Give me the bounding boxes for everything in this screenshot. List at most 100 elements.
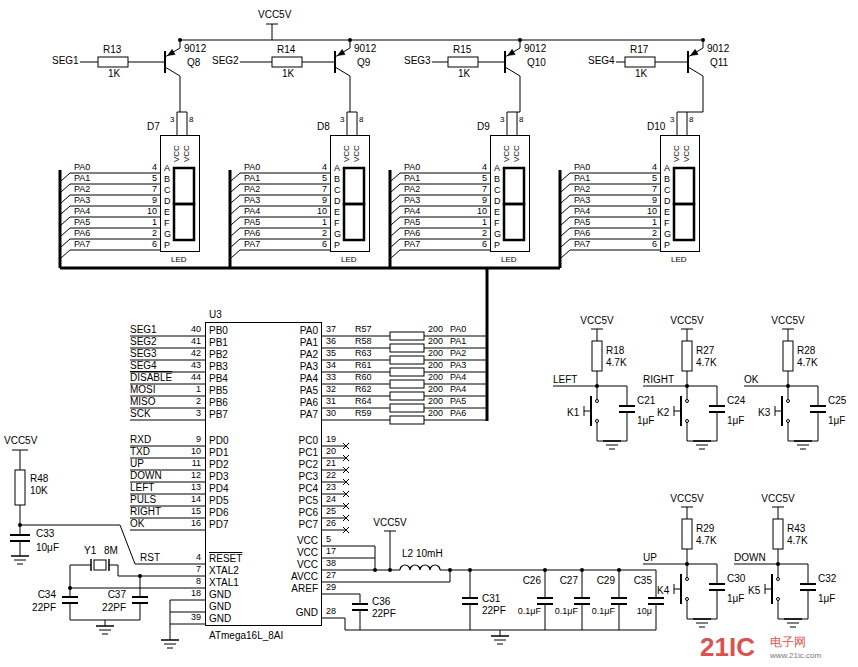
- wire: [231, 250, 330, 258]
- resistor-symbol: [390, 332, 424, 340]
- wire: [597, 329, 598, 341]
- capacitor-symbol: [62, 596, 78, 598]
- pin-label: PB7: [209, 410, 228, 420]
- pin-label: 4.7K: [797, 358, 818, 368]
- pin-label: PB0: [209, 326, 228, 336]
- wire: [507, 112, 520, 113]
- pin-label: 4: [322, 163, 327, 172]
- pin-label: SEG4: [130, 361, 157, 371]
- pin-label: A: [494, 164, 500, 173]
- wire: [70, 588, 71, 597]
- wire: [643, 386, 717, 387]
- pin-label: K2: [657, 408, 669, 418]
- pin-label: 6: [152, 240, 157, 249]
- watermark: www.21ic.com: [770, 652, 821, 660]
- pin-label: E: [164, 208, 170, 217]
- junction-dot: [388, 568, 392, 572]
- ground-symbol: [800, 449, 806, 450]
- pin-label: 2: [322, 229, 327, 238]
- wire: [687, 507, 688, 519]
- pin-label: PA4: [450, 373, 466, 382]
- wire: [347, 112, 348, 135]
- pin-label: PA5: [74, 218, 90, 227]
- capacitor-symbol: [709, 583, 725, 585]
- pin-label: C36: [372, 597, 390, 607]
- pin-label: SEG1: [130, 325, 157, 335]
- wire: [70, 603, 71, 620]
- wire: [687, 386, 688, 400]
- pin-label: MOSI: [130, 385, 156, 395]
- pin-label: K1: [567, 408, 579, 418]
- pin-label: PB6: [209, 398, 228, 408]
- switch-symbol: [584, 411, 591, 412]
- pin-label: 1μF: [828, 416, 845, 426]
- pin-label: A: [664, 164, 670, 173]
- no-connect-mark: [343, 479, 349, 485]
- wire: [322, 530, 345, 531]
- resistor-symbol: [390, 368, 424, 376]
- no-connect-mark: [343, 455, 349, 461]
- pin-label: 8: [689, 116, 693, 124]
- pin-label: PD4: [209, 484, 228, 494]
- wire: [677, 112, 678, 135]
- pin-label: PA1: [74, 174, 90, 183]
- ground-symbol: [161, 639, 179, 641]
- pin-label: 17: [326, 547, 336, 556]
- wire: [177, 112, 187, 113]
- pin-label: 20: [326, 447, 336, 456]
- pin-label: R14: [277, 45, 295, 55]
- pin-label: 10: [477, 207, 487, 216]
- no-connect-mark: [343, 515, 349, 521]
- pin-label: 1K: [635, 69, 647, 79]
- ground-symbol: [696, 623, 708, 624]
- resistor-symbol: [390, 356, 424, 364]
- pin-label: 22PF: [482, 606, 506, 616]
- wire: [687, 422, 688, 441]
- designator: D10: [647, 122, 665, 132]
- designator: D7: [147, 122, 160, 132]
- pin-label: PD3: [209, 472, 228, 482]
- pin-label: 9012: [354, 44, 376, 54]
- wire: [517, 112, 518, 135]
- wire: [470, 570, 471, 598]
- pin-label: DOWN: [734, 553, 766, 563]
- ground-symbol: [164, 644, 176, 645]
- wire: [70, 588, 205, 589]
- resistor-symbol: [15, 470, 25, 505]
- inductor-symbol: [400, 565, 440, 570]
- pin-label: PC4: [299, 484, 318, 494]
- pin-label: 1: [152, 218, 157, 227]
- pin-label: 200: [428, 349, 443, 358]
- pin-label: 10mH: [416, 549, 443, 559]
- pin-label: R61: [355, 361, 372, 370]
- pin-label: 5: [322, 174, 327, 183]
- wire: [717, 412, 718, 441]
- seven-segment-digit: [674, 204, 694, 240]
- pin-label: MISO: [130, 397, 156, 407]
- pin-label: Q8: [187, 58, 200, 68]
- pin-label: PA6: [300, 398, 318, 408]
- resistor-symbol: [625, 57, 655, 67]
- pin-label: 9012: [707, 44, 729, 54]
- pin-label: P: [334, 241, 340, 250]
- junction-dot: [348, 38, 352, 42]
- pin-label: 38: [326, 559, 336, 568]
- pin-label: 5: [152, 174, 157, 183]
- seven-segment-digit: [174, 168, 194, 204]
- pin-label: 26: [326, 519, 336, 528]
- seven-segment-digit: [344, 168, 364, 204]
- pin-label: PA0: [574, 163, 590, 172]
- pin-label: C: [664, 186, 671, 195]
- pin-label: C37: [108, 590, 126, 600]
- pin-label: RIGHT: [130, 507, 161, 517]
- ground-symbol: [699, 449, 705, 450]
- capacitor-symbol: [537, 597, 553, 599]
- pin-label: 200: [428, 325, 443, 334]
- data-bus: [60, 267, 560, 270]
- pin-label: D: [164, 197, 171, 206]
- ground-symbol: [606, 445, 618, 446]
- pin-label: 44: [191, 373, 201, 382]
- no-connect-mark: [343, 491, 349, 497]
- pin-label: P: [664, 241, 670, 250]
- transistor-symbol: [688, 40, 703, 57]
